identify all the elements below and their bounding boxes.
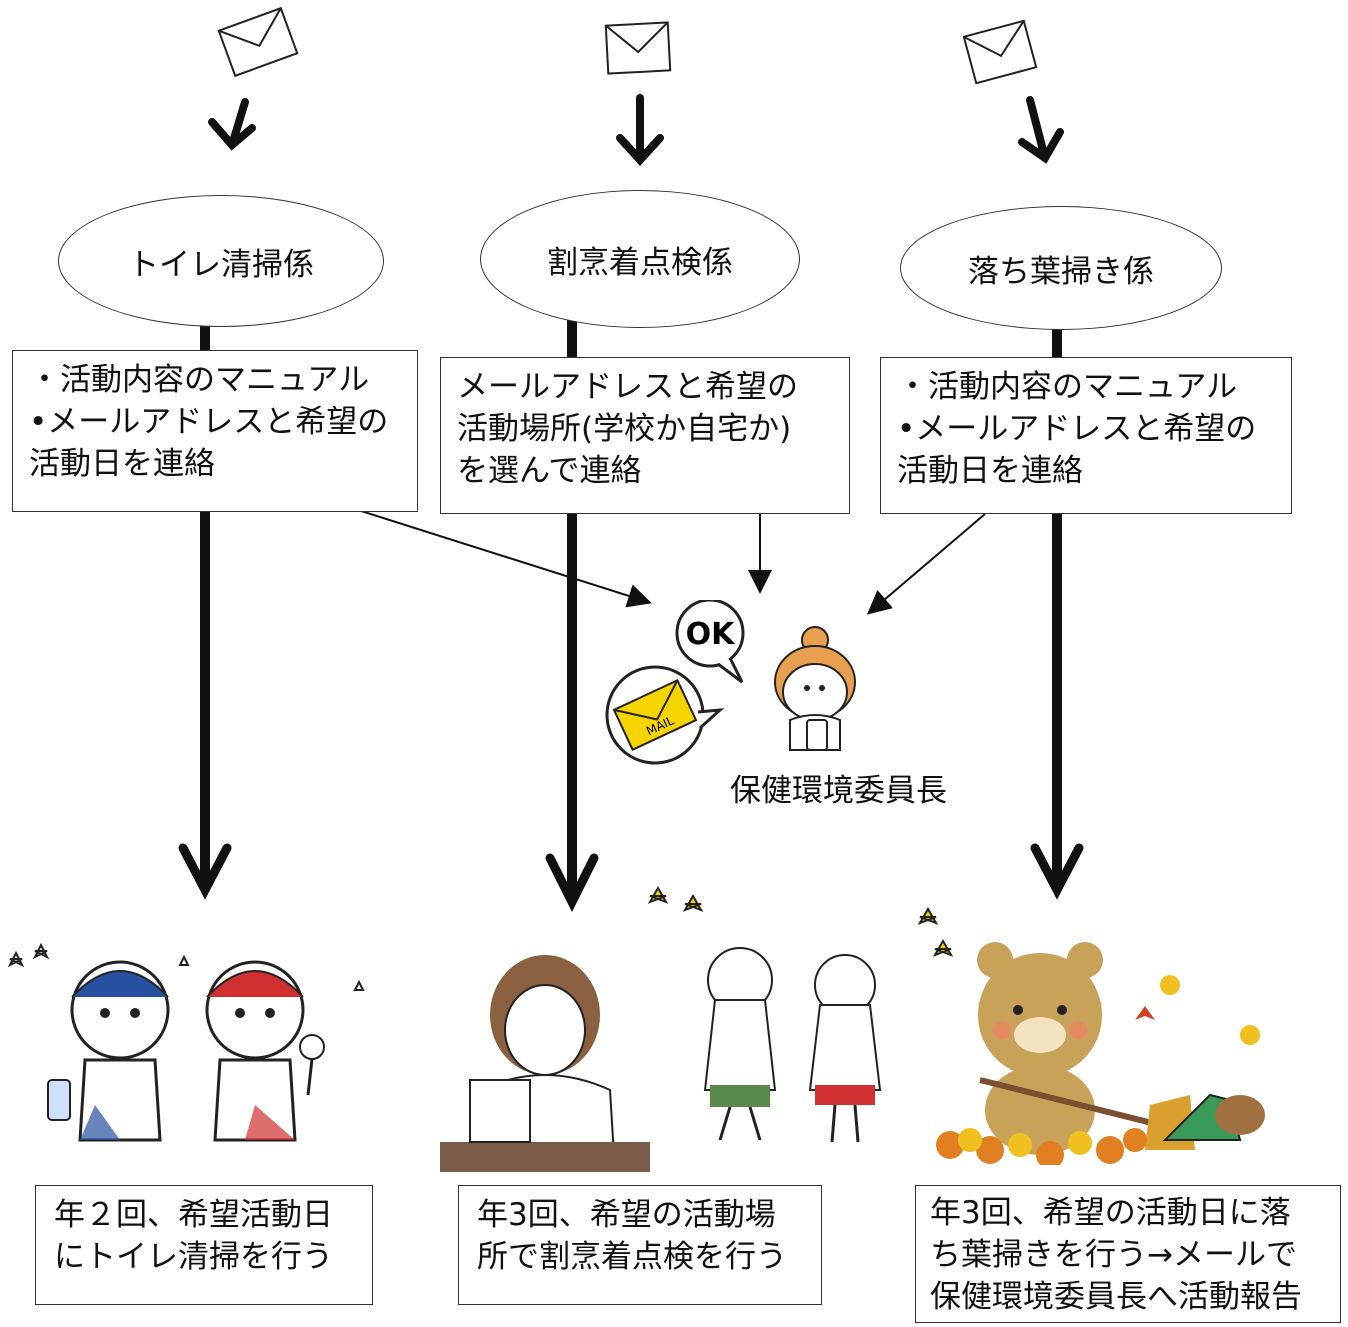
result-line: 年3回、希望の活動日に落 — [930, 1195, 1291, 1231]
envelope-icon-1 — [217, 6, 299, 78]
chairperson-illustration: OK MAIL — [605, 600, 856, 765]
ok-text: OK — [686, 617, 737, 652]
chairperson-label: 保健環境委員長 — [730, 773, 947, 809]
info-line: •メールアドレスと希望の — [897, 411, 1257, 447]
person-with-phone-icon — [774, 626, 856, 751]
arrow-down-icon-top-2 — [616, 94, 664, 166]
role-name: 割烹着点検係 — [547, 244, 733, 281]
arrow-down-icon-top-1 — [208, 98, 256, 151]
role-oval-leaves: 落ち葉掃き係 — [900, 206, 1222, 330]
envelope-icon-3 — [962, 19, 1038, 85]
apron-check-illustration — [440, 885, 882, 1172]
info-line: 活動日を連絡 — [29, 446, 215, 482]
info-line: 活動日を連絡 — [897, 453, 1083, 489]
result-line: 所で割烹着点検を行う — [477, 1239, 787, 1275]
envelope-icon-2 — [604, 21, 672, 75]
info-line: •メールアドレスと希望の — [29, 404, 389, 440]
result-line: 年２回、希望活動日 — [54, 1197, 333, 1233]
info-line: を選んで連絡 — [457, 453, 642, 489]
result-line: 年3回、希望の活動場 — [477, 1197, 776, 1233]
result-line: ち葉掃きを行う→メールで — [930, 1237, 1297, 1273]
mail-speech-bubble-icon: MAIL — [605, 665, 725, 765]
result-line: にトイレ清掃を行う — [54, 1239, 333, 1275]
role-name: トイレ清掃係 — [128, 246, 314, 283]
result-box-apron: 年3回、希望の活動場 所で割烹着点検を行う — [458, 1185, 822, 1305]
role-name: 落ち葉掃き係 — [968, 253, 1154, 290]
result-line: 保健環境委員長へ活動報告 — [930, 1279, 1302, 1315]
info-line: メールアドレスと希望の — [457, 369, 798, 405]
info-box-apron: メールアドレスと希望の 活動場所(学校か自宅か) を選んで連絡 — [440, 357, 850, 514]
ok-speech-bubble-icon: OK — [675, 600, 745, 684]
info-box-toilet: ・活動内容のマニュアル •メールアドレスと希望の 活動日を連絡 — [12, 350, 418, 512]
toilet-cleaning-kids-illustration — [7, 942, 365, 1142]
result-box-leaves: 年3回、希望の活動日に落 ち葉掃きを行う→メールで 保健環境委員長へ活動報告 — [915, 1185, 1341, 1323]
bear-sweeping-leaves-illustration — [917, 906, 1265, 1165]
info-box-leaves: ・活動内容のマニュアル •メールアドレスと希望の 活動日を連絡 — [880, 357, 1292, 514]
info-line: ・活動内容のマニュアル — [29, 362, 370, 398]
result-box-toilet: 年２回、希望活動日 にトイレ清掃を行う — [35, 1185, 373, 1305]
role-oval-apron: 割烹着点検係 — [480, 190, 800, 328]
info-line: ・活動内容のマニュアル — [897, 369, 1238, 405]
info-line: 活動場所(学校か自宅か) — [457, 411, 792, 447]
role-oval-toilet: トイレ清掃係 — [58, 195, 384, 327]
arrow-down-icon-top-3 — [1018, 96, 1064, 164]
